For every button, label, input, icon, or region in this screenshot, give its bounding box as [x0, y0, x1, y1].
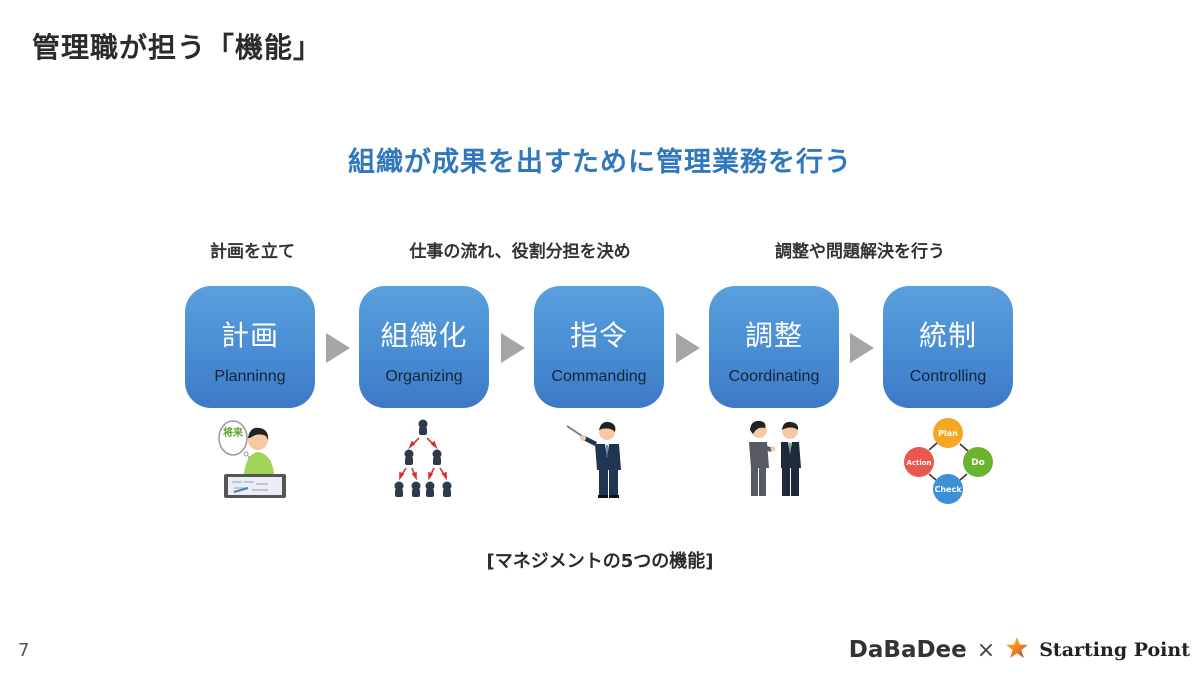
- pdca-action-circle: [904, 447, 934, 477]
- separator-x: ×: [976, 637, 996, 663]
- function-en-label: Coordinating: [728, 368, 820, 385]
- function-box-planning: 計画 Planninng: [185, 286, 315, 408]
- pdca-do-label: Do: [971, 458, 985, 468]
- page-title: 管理職が担う「機能」: [32, 31, 323, 64]
- function-jp-label: 計画: [220, 319, 279, 352]
- pdca-check-circle: [933, 474, 963, 504]
- bubble-text: 将来: [223, 426, 244, 439]
- function-box-organizing: 組織化 Organizing: [359, 286, 489, 408]
- person-planning-icon: 将来: [214, 418, 294, 506]
- footer-logos: DaBaDee × Starting Point: [849, 636, 1190, 664]
- org-chart-icon: [392, 418, 454, 506]
- function-en-label: Planninng: [214, 368, 286, 385]
- figure-caption: [マネジメントの5つの機能]: [486, 551, 714, 572]
- people-talking-icon: [745, 418, 807, 506]
- pdca-cycle-icon: Plan Do Check Action: [900, 418, 1000, 510]
- function-en-label: Controlling: [909, 368, 987, 385]
- function-en-label: Commanding: [551, 368, 647, 385]
- dabadee-logo: DaBaDee: [848, 637, 967, 663]
- arrow-right-icon: [676, 333, 700, 363]
- caption-planning: 計画を立て: [210, 242, 295, 262]
- arrow-right-icon: [326, 333, 350, 363]
- function-box-commanding: 指令 Commanding: [534, 286, 664, 408]
- person-pointing-icon: [565, 418, 627, 506]
- function-box-controlling: 統制 Controlling: [883, 286, 1013, 408]
- function-jp-label: 統制: [918, 319, 977, 352]
- function-jp-label: 組織化: [380, 319, 468, 352]
- arrow-right-icon: [850, 333, 874, 363]
- caption-coordinating: 調整や問題解決を行う: [775, 242, 945, 262]
- page-number: 7: [18, 640, 30, 661]
- arrow-right-icon: [501, 333, 525, 363]
- pdca-plan-circle: [933, 418, 963, 448]
- function-box-coordinating: 調整 Coordinating: [709, 286, 839, 408]
- pdca-do-circle: [963, 447, 993, 477]
- starting-point-logo: Starting Point: [1039, 639, 1190, 661]
- pdca-check-label: Check: [934, 485, 962, 494]
- function-en-label: Organizing: [385, 368, 463, 385]
- pdca-action-label: Action: [906, 459, 931, 467]
- star-icon: [1005, 636, 1029, 664]
- function-jp-label: 指令: [569, 319, 628, 352]
- subtitle: 組織が成果を出すために管理業務を行う: [348, 147, 852, 178]
- pdca-plan-label: Plan: [938, 429, 958, 438]
- caption-organizing: 仕事の流れ、役割分担を決め: [409, 242, 631, 262]
- function-jp-label: 調整: [744, 319, 803, 352]
